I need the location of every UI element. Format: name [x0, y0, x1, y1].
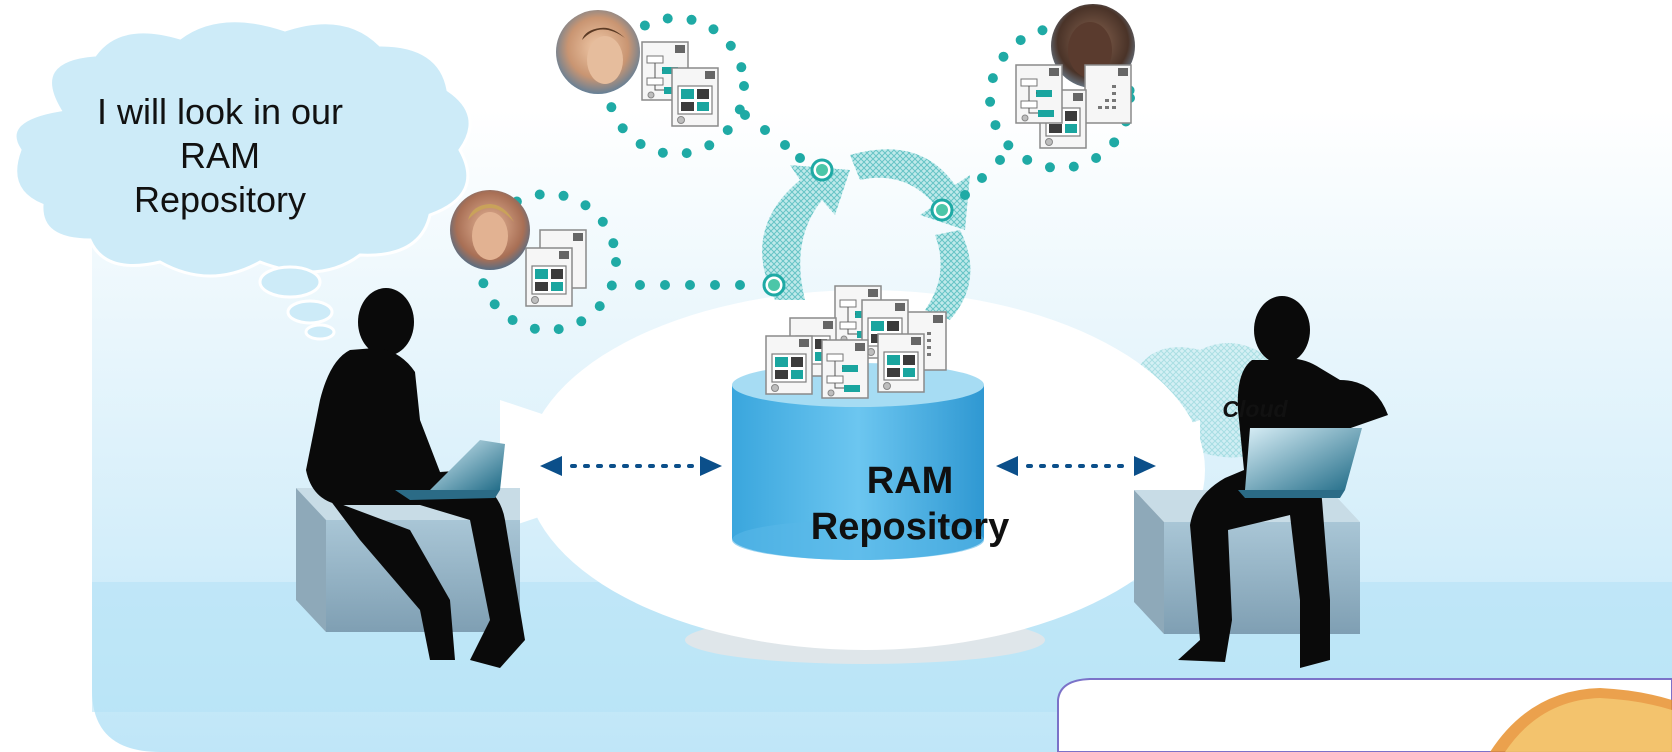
thought-line-2: RAM: [180, 135, 260, 176]
cloud-label: Cloud: [1222, 396, 1288, 422]
right-double-arrow: [996, 456, 1156, 476]
thought-line-3: Repository: [133, 179, 307, 220]
connector-nodes: [762, 158, 954, 297]
thought-cloud: [13, 19, 472, 341]
repository-cylinder: [732, 363, 984, 560]
thought-bubble-text: I will look in our RAM Repository: [70, 90, 370, 222]
person-bubble-right: [985, 4, 1135, 173]
repository-label-line-2: Repository: [810, 506, 1010, 548]
repository-label: RAM Repository: [770, 458, 1050, 550]
thought-line-1: I will look in our: [96, 91, 344, 132]
laptop-left: [395, 440, 505, 500]
person-bubble-left: [450, 189, 621, 335]
laptop-right: [1238, 428, 1362, 498]
left-double-arrow: [540, 456, 722, 476]
repository-label-line-1: RAM: [866, 460, 954, 502]
person-bubble-top: [556, 10, 749, 159]
